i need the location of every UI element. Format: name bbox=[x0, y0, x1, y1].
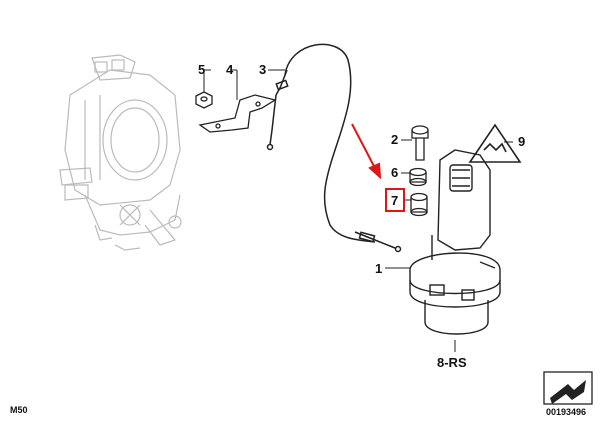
nut-drawing bbox=[195, 91, 213, 109]
red-arrow bbox=[351, 123, 382, 180]
callout-2: 2 bbox=[391, 132, 399, 147]
callout-7: 7 bbox=[391, 193, 399, 208]
screw-drawing bbox=[411, 125, 429, 161]
callout-9: 9 bbox=[518, 134, 526, 149]
warning-label-drawing bbox=[468, 123, 522, 163]
callout-4: 4 bbox=[226, 62, 234, 77]
callout-1: 1 bbox=[375, 261, 383, 276]
callout-5: 5 bbox=[198, 62, 206, 77]
assembly-label: 8-RS bbox=[437, 355, 467, 370]
model-label: M50 bbox=[10, 405, 28, 415]
bushing-drawing bbox=[409, 167, 427, 187]
callout-3: 3 bbox=[259, 62, 267, 77]
bracket-drawing bbox=[198, 94, 277, 133]
highlight-box bbox=[385, 188, 405, 212]
cable-drawing bbox=[266, 43, 402, 253]
throttle-body-drawing bbox=[59, 54, 182, 251]
diagram-number: 00193496 bbox=[546, 407, 587, 417]
actuator-drawing bbox=[409, 149, 501, 335]
callout-6: 6 bbox=[391, 165, 399, 180]
leader-lines bbox=[203, 69, 513, 352]
grommet-drawing bbox=[410, 192, 428, 217]
corner-arrow-icon bbox=[543, 371, 593, 405]
